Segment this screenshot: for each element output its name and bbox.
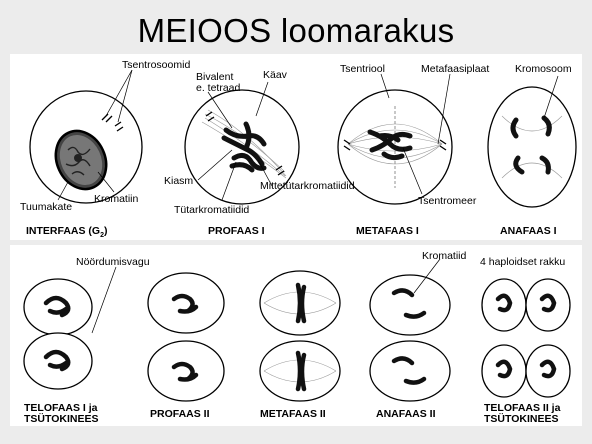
meiosis-ii-diagram: Nöördumisvagu Kromatiid 4 haploidset rak… — [10, 245, 582, 426]
label-tsentriool: Tsentriool — [340, 63, 385, 75]
stage-profaas-ii: PROFAAS II — [150, 408, 210, 420]
label-metafaasiplaat: Metafaasiplaat — [421, 63, 489, 75]
meiosis-ii-panel: Nöördumisvagu Kromatiid 4 haploidset rak… — [10, 245, 582, 426]
anaphase-ii-cells — [370, 275, 450, 401]
stage-anafaas-i: ANAFAAS I — [500, 225, 557, 237]
label-mittetutarkromatiidid: Mittetütarkromatiidid — [260, 180, 355, 192]
stage-interfaas: INTERFAAS (G2) — [26, 225, 108, 239]
label-kromosoom: Kromosoom — [515, 63, 572, 75]
label-tutarkromatiidid: Tütarkromatiidid — [174, 204, 249, 216]
stage-telofaas-ii-line2: TSÜTOKINEES — [484, 412, 558, 425]
label-tsentrosoomid: Tsentrosoomid — [122, 59, 190, 71]
stage-metafaas-i: METAFAAS I — [356, 225, 419, 237]
label-tsentromeer: Tsentromeer — [418, 195, 477, 207]
label-haploid: 4 haploidset rakku — [480, 256, 565, 268]
anaphase-i-cell — [488, 87, 576, 207]
label-kiasm: Kiasm — [164, 175, 193, 187]
label-noordumisvagu: Nöördumisvagu — [76, 256, 150, 268]
stage-anafaas-ii: ANAFAAS II — [376, 408, 436, 420]
label-kromatiid: Kromatiid — [422, 250, 467, 262]
label-tuumakate: Tuumakate — [20, 201, 72, 213]
prophase-ii-cells — [148, 273, 224, 401]
stage-metafaas-ii: METAFAAS II — [260, 408, 326, 420]
interphase-cell — [30, 91, 142, 203]
label-tetraad: e. tetraad — [196, 82, 241, 94]
label-kromatiin: Kromatiin — [94, 193, 139, 205]
metaphase-ii-cells — [260, 271, 340, 401]
stage-telofaas-i-line2: TSÜTOKINEES — [24, 412, 98, 425]
telophase-i-cells — [24, 279, 92, 389]
label-kaav: Käav — [263, 69, 288, 81]
slide-title: MEIOOS loomarakus — [0, 12, 592, 50]
stage-profaas-i: PROFAAS I — [208, 225, 265, 237]
meiosis-i-diagram: Tsentrosoomid Tuumakate Kromatiin Bivale… — [10, 54, 582, 240]
telophase-ii-cells — [482, 279, 570, 397]
meiosis-i-panel: Tsentrosoomid Tuumakate Kromatiin Bivale… — [10, 54, 582, 240]
metaphase-i-cell — [338, 90, 452, 204]
